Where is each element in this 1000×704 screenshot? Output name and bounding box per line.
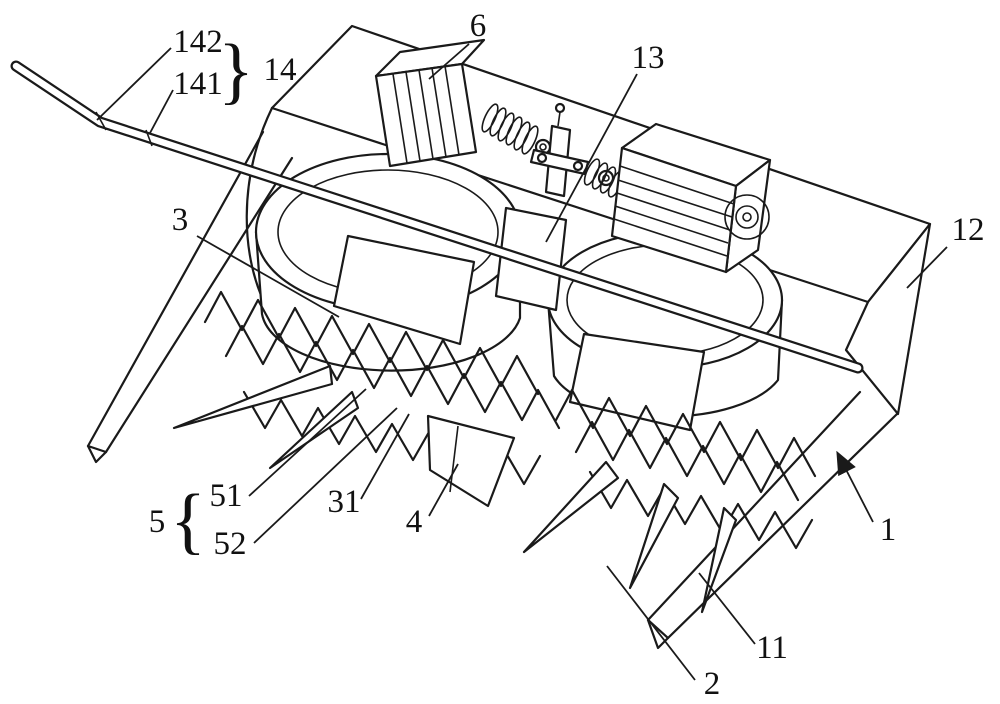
label-3: 3 xyxy=(172,202,340,318)
label-6: 6 xyxy=(428,8,487,80)
right-motor xyxy=(583,122,772,274)
label-11: 11 xyxy=(698,572,788,666)
label-142: 142 xyxy=(96,24,223,121)
label-31-text: 31 xyxy=(328,484,361,520)
label-2-text: 2 xyxy=(704,666,721,702)
label-1: 1 xyxy=(836,450,897,548)
label-52-text: 52 xyxy=(214,526,247,562)
label-group-5: 5 { xyxy=(149,480,206,562)
label-12: 12 xyxy=(906,212,985,289)
label-14-text: 14 xyxy=(264,52,297,88)
reference-labels: 142 141 } 14 6 13 12 3 5 { xyxy=(96,8,985,702)
label-4-text: 4 xyxy=(406,504,423,540)
label-11-text: 11 xyxy=(756,630,788,666)
deflector-plate xyxy=(426,414,516,508)
label-group-14: } 14 xyxy=(218,30,296,112)
label-6-text: 6 xyxy=(470,8,487,44)
label-1-text: 1 xyxy=(880,512,897,548)
machine-drawing xyxy=(10,24,932,650)
label-51: 51 xyxy=(210,388,367,514)
brace-14: } xyxy=(218,30,254,112)
label-4: 4 xyxy=(406,463,459,540)
shaft-coupling xyxy=(529,102,590,198)
label-2: 2 xyxy=(606,565,721,702)
label-13-text: 13 xyxy=(632,40,665,76)
left-coupling-spring xyxy=(481,103,539,155)
label-3-text: 3 xyxy=(172,202,189,238)
label-141: 141 xyxy=(149,66,223,134)
left-support-leg xyxy=(86,130,294,464)
brace-5: { xyxy=(170,480,206,562)
label-141-text: 141 xyxy=(173,66,223,102)
label-51-text: 51 xyxy=(210,478,243,514)
label-31: 31 xyxy=(328,413,410,520)
label-5-text: 5 xyxy=(149,504,166,540)
label-142-text: 142 xyxy=(173,24,223,60)
gathering-prongs xyxy=(172,364,738,614)
left-drum-opening xyxy=(332,234,476,346)
label-13: 13 xyxy=(545,40,665,243)
right-side-panel xyxy=(844,222,932,416)
handle-rod xyxy=(10,60,864,374)
label-52: 52 xyxy=(214,407,398,562)
right-support-leg xyxy=(646,390,899,650)
label-12-text: 12 xyxy=(952,212,985,248)
